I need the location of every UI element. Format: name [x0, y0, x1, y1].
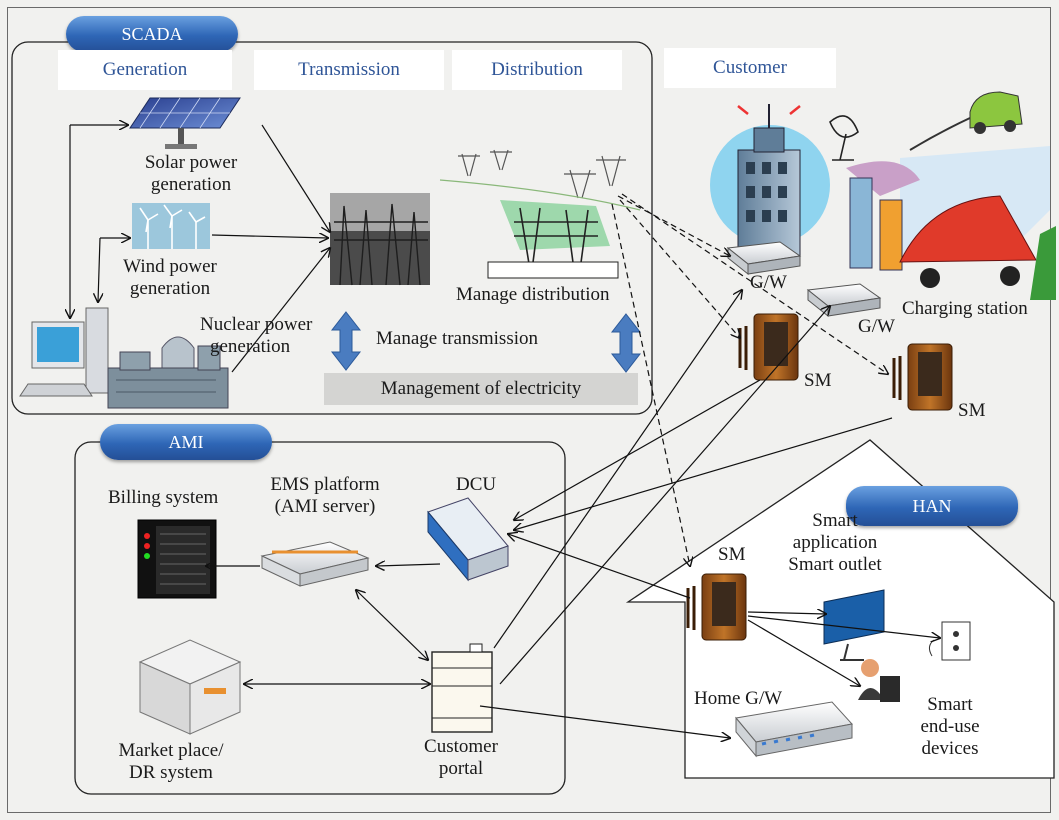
customer-portal-icon: [431, 643, 493, 733]
gateway-device-icon: [726, 241, 802, 276]
charging-station-label: Charging station: [902, 298, 1028, 319]
stage-customer: Customer: [664, 48, 836, 88]
market-server-icon: [138, 639, 242, 735]
connector-arrows: [70, 125, 940, 738]
ems-server-icon: [260, 541, 370, 587]
dcu-label: DCU: [456, 474, 497, 495]
gateway-device-2-icon: [806, 283, 882, 318]
manage-distribution-arrow-icon: [610, 313, 642, 373]
stage-distribution: Distribution: [452, 50, 622, 90]
gw-label-1: G/W: [750, 272, 787, 293]
ami-region: [74, 441, 566, 795]
diagram-frame: [7, 7, 1051, 813]
billing-server-icon: [137, 519, 217, 599]
stage-generation: Generation: [58, 50, 232, 90]
satellite-dish-icon: [829, 115, 859, 161]
ems-platform-label: EMS platform(AMI server): [270, 474, 380, 517]
wind-turbine-icon: [132, 203, 210, 249]
han-tab: HAN: [846, 486, 1018, 526]
manage-distribution-label: Manage distribution: [456, 284, 610, 305]
sm-label-2: SM: [958, 400, 986, 421]
smart-meter-1-icon: [738, 313, 799, 381]
electric-car-icon: [909, 91, 1023, 151]
market-place-label: Market place/DR system: [118, 740, 224, 783]
billing-system-label: Billing system: [108, 487, 219, 508]
building-icon: [710, 104, 830, 257]
sm-han-label: SM: [718, 544, 746, 565]
manage-transmission-label: Manage transmission: [376, 328, 539, 349]
scada-tab: SCADA: [66, 16, 238, 52]
dashed-connectors: [611, 193, 888, 566]
computer-icon: [19, 307, 109, 397]
gw-label-2: G/W: [858, 316, 895, 337]
power-lines-icon: [439, 149, 641, 211]
charging-station-icon: [846, 146, 1056, 300]
sm-label-1: SM: [804, 370, 832, 391]
management-of-electricity-label: Management of electricity: [324, 375, 638, 403]
distribution-station-icon: [487, 200, 619, 279]
manage-transmission-arrow-icon: [330, 311, 362, 371]
smart-outlet-icon: [928, 621, 971, 661]
nuclear-plant-icon: [107, 336, 229, 409]
substation-photo: [330, 193, 430, 286]
smart-user-icon: [858, 659, 900, 702]
home-gw-label: Home G/W: [694, 688, 783, 709]
stage-transmission: Transmission: [254, 50, 444, 90]
smart-meter-han-icon: [686, 573, 747, 641]
solar-panel-icon: [129, 97, 241, 149]
smart-meter-2-icon: [892, 343, 953, 411]
home-gateway-icon: [735, 701, 853, 758]
scada-region: [11, 41, 653, 415]
ami-tab: AMI: [100, 424, 272, 460]
dcu-device-icon: [427, 497, 509, 582]
